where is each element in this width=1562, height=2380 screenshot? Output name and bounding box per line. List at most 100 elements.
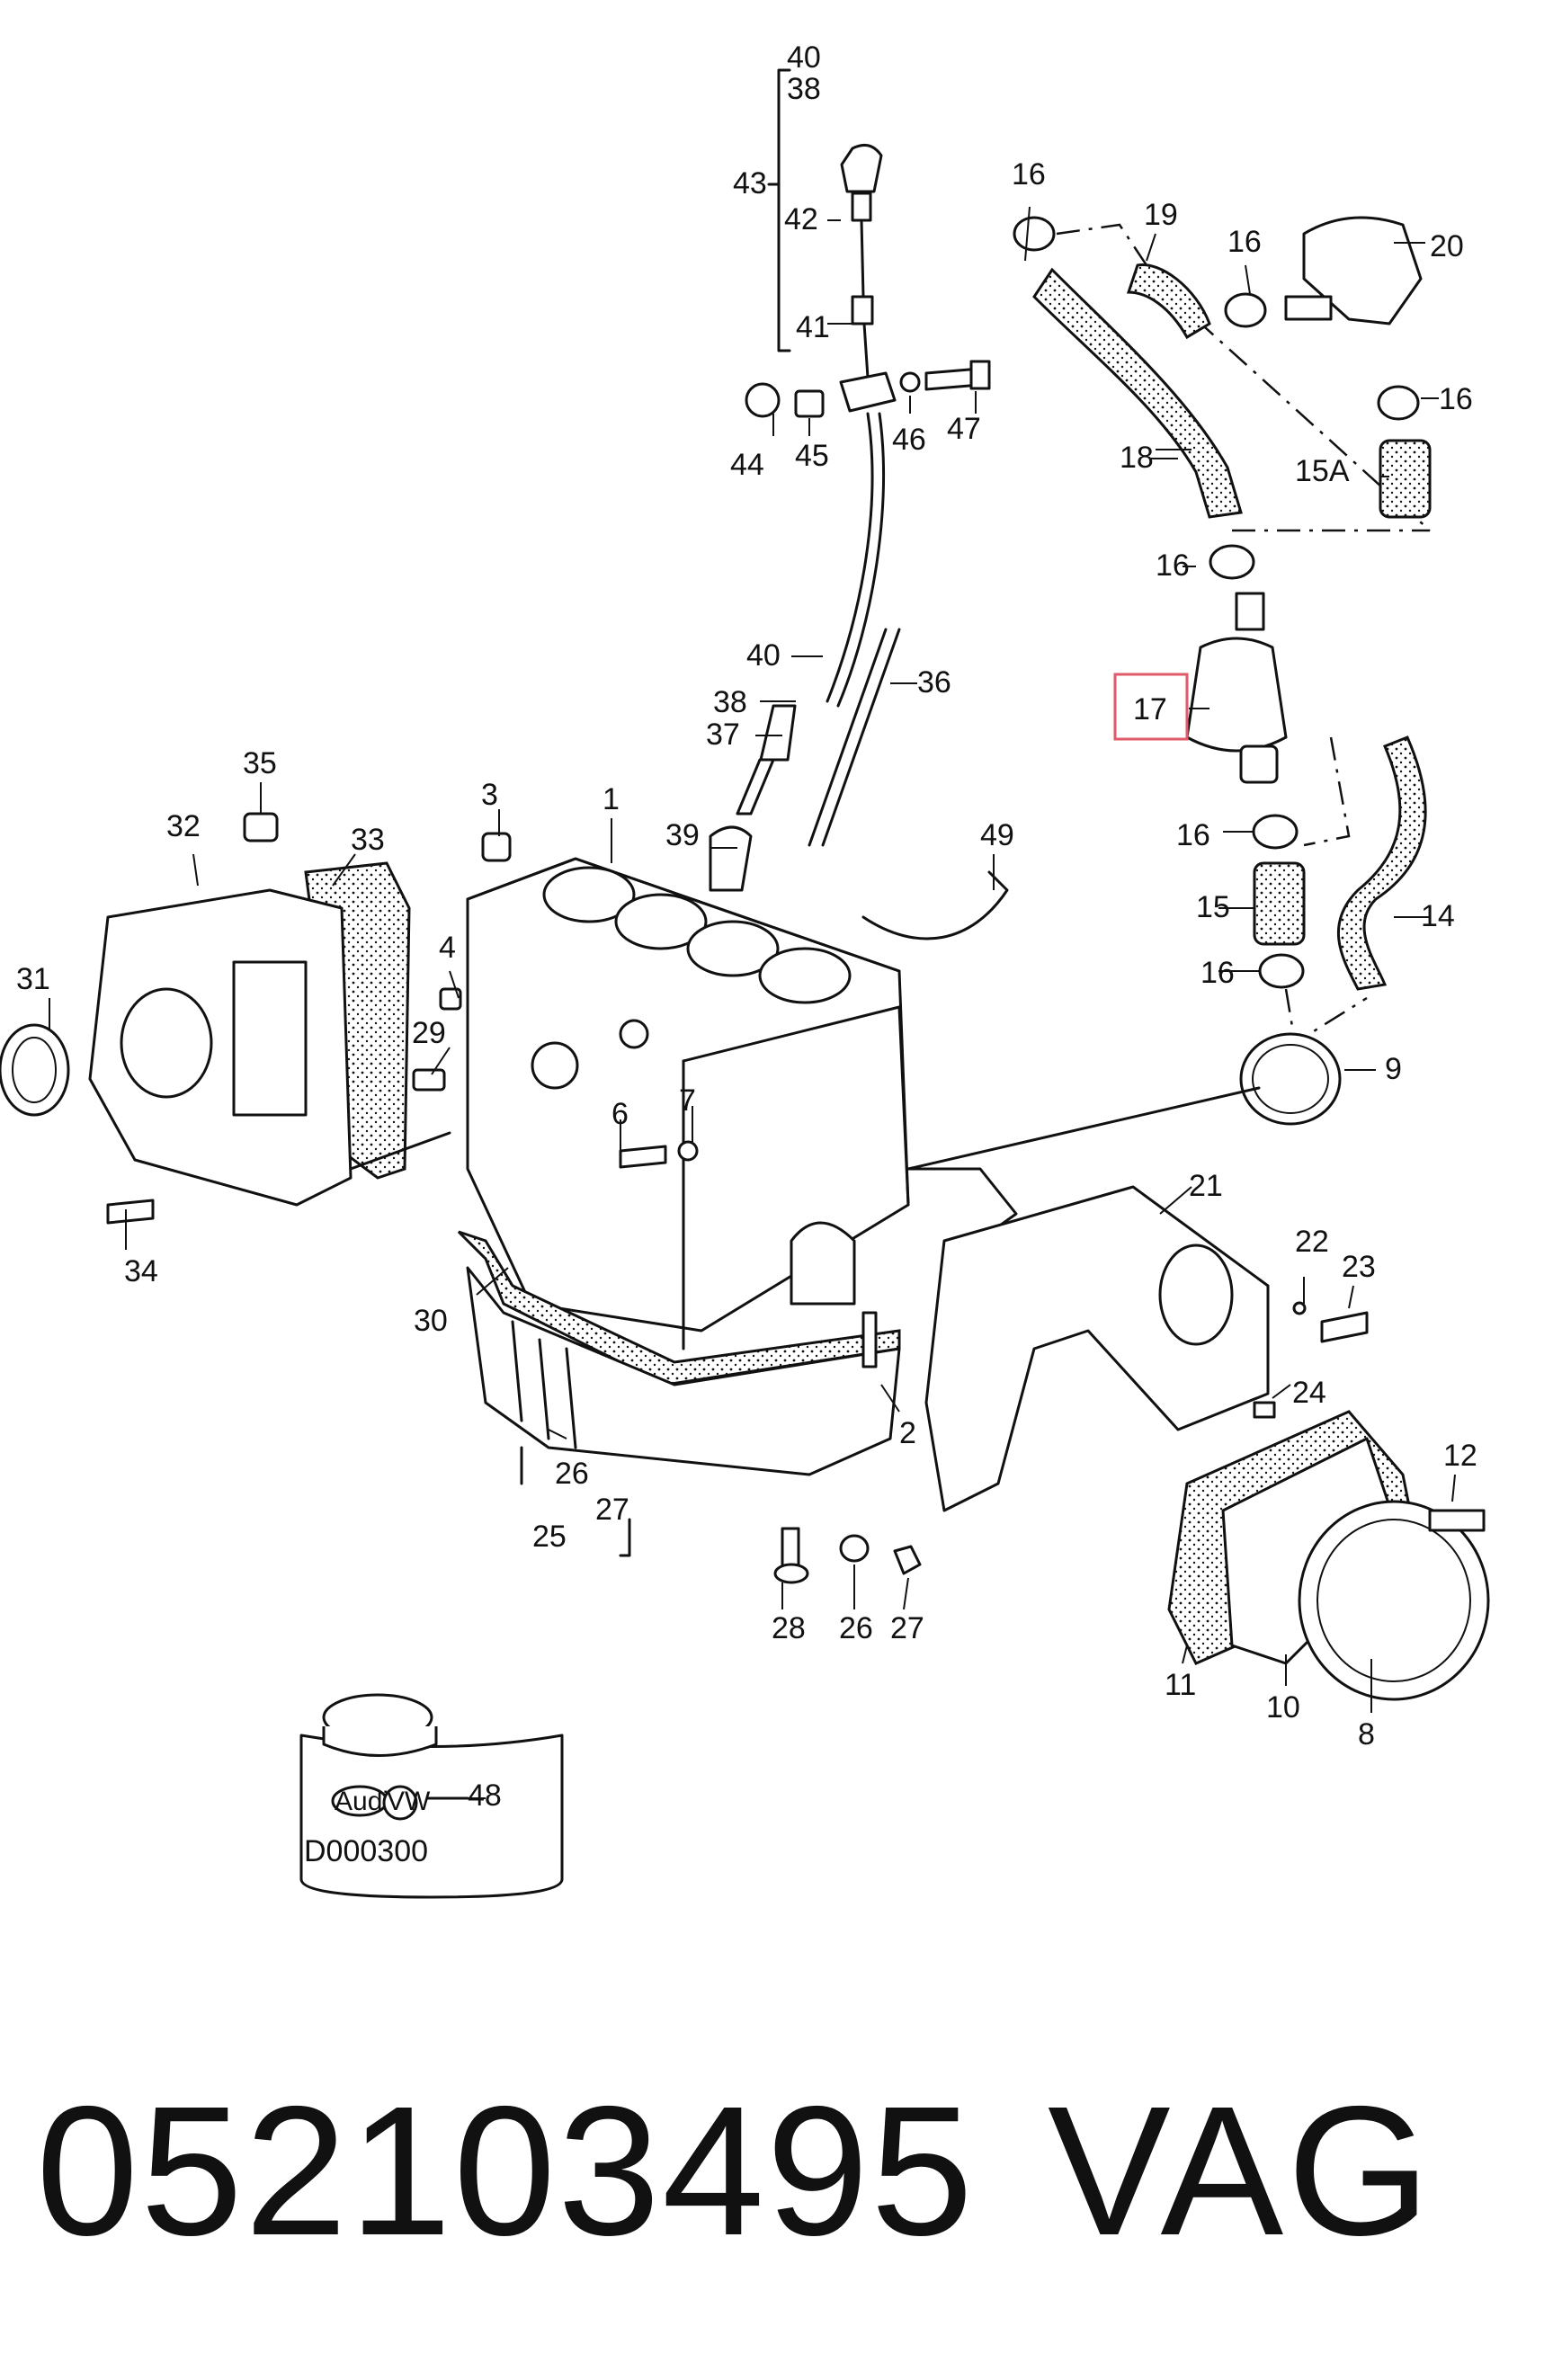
stud-2 [861, 1311, 878, 1368]
callout-38-top: 38 [787, 72, 821, 106]
callout-33: 33 [351, 823, 385, 857]
callout-2: 2 [899, 1416, 916, 1450]
callout-30: 30 [414, 1304, 448, 1338]
dowel-29 [412, 1068, 446, 1092]
seal-31 [0, 1023, 70, 1117]
callout-14: 14 [1421, 899, 1455, 933]
hose-19 [1126, 263, 1211, 340]
pressure-valve-20 [1302, 216, 1423, 325]
callout-15a: 15A [1295, 454, 1350, 488]
hose-15a [1379, 439, 1432, 519]
callout-11: 11 [1165, 1668, 1196, 1702]
brand-label: VAG [1048, 2068, 1434, 2274]
callout-39: 39 [665, 818, 700, 852]
bolt-6 [619, 1145, 667, 1169]
hose-15 [1253, 861, 1306, 946]
sleeve-4 [439, 987, 462, 1011]
dipstick-handle [840, 143, 883, 193]
callout-40: 40 [746, 638, 781, 673]
callout-16-right: 16 [1439, 382, 1473, 416]
bore-1 [542, 866, 636, 923]
seal-ring-9 [1239, 1032, 1342, 1126]
callout-26-bottom: 26 [839, 1611, 873, 1645]
washer-7 [677, 1140, 699, 1162]
hose-clamp-16 [1013, 216, 1056, 252]
callout-20: 20 [1430, 229, 1464, 263]
callout-16-left: 16 [1156, 548, 1190, 583]
callout-24: 24 [1292, 1376, 1326, 1410]
hose-14 [1336, 735, 1427, 991]
oil-pan-body [466, 1266, 901, 1476]
callout-47: 47 [947, 412, 981, 446]
callout-31: 31 [16, 962, 50, 996]
callout-27-left: 27 [595, 1493, 629, 1527]
leader-lines [49, 206, 1456, 1799]
callout-42: 42 [784, 202, 818, 236]
callout-38: 38 [713, 685, 747, 719]
grommet-44 [745, 382, 781, 418]
guide-tube-bracket [839, 371, 897, 413]
plate-21 [924, 1185, 1270, 1512]
plug-35 [243, 812, 279, 842]
plug-28 [781, 1527, 800, 1571]
funnel-39 [709, 825, 753, 892]
rear-flange [1167, 1410, 1490, 1701]
callout-35: 35 [243, 746, 277, 780]
dowel-24 [1253, 1401, 1276, 1419]
callout-16-mid: 16 [1227, 225, 1262, 259]
callout-36: 36 [917, 665, 951, 700]
bolt-23 [1320, 1311, 1369, 1343]
sleeve-45 [794, 389, 825, 418]
intermediate-plate [924, 1185, 1369, 1512]
rod-36 [808, 628, 901, 847]
callout-44: 44 [730, 448, 764, 482]
seal-8 [1298, 1500, 1490, 1701]
callout-9: 9 [1385, 1052, 1402, 1086]
callout-32: 32 [166, 809, 201, 843]
callout-10: 10 [1266, 1690, 1300, 1725]
callout-17: 17 [1133, 692, 1167, 726]
bottle-code: D000300 [304, 1834, 428, 1868]
bracket-43 [777, 68, 791, 352]
bore-3 [686, 920, 780, 977]
callout-15: 15 [1196, 890, 1230, 924]
callout-6: 6 [611, 1097, 629, 1131]
front-cover [0, 812, 451, 1225]
cylinder-block [412, 832, 1261, 1350]
callout-labels: 1 2 3 4 6 7 8 9 10 11 12 14 15 15A 16 16… [16, 40, 1477, 1813]
callout-41: 41 [796, 310, 830, 344]
callout-26-left: 26 [555, 1457, 589, 1491]
callout-37: 37 [706, 718, 740, 752]
gasket-30 [457, 1230, 901, 1386]
callout-43: 43 [733, 166, 767, 201]
dipstick-assembly [709, 68, 991, 892]
callout-16-bottom: 16 [1201, 956, 1235, 990]
bolt-12 [1428, 1509, 1486, 1532]
callout-8: 8 [1358, 1717, 1375, 1752]
seal-26 [839, 1534, 870, 1563]
callout-3: 3 [481, 778, 498, 812]
callout-7: 7 [679, 1083, 696, 1118]
oil-separator-17 [1185, 637, 1288, 753]
callout-34: 34 [124, 1254, 158, 1288]
callout-4: 4 [439, 931, 456, 965]
audi-logo-text: Audi [335, 1787, 388, 1816]
seal-38 [759, 704, 797, 762]
callout-1: 1 [602, 782, 620, 816]
hose-clamp-16e [1252, 814, 1299, 850]
clip-49 [861, 870, 1009, 940]
hose-clamp-16c [1377, 385, 1420, 421]
callout-22: 22 [1295, 1225, 1329, 1259]
hose-18 [1032, 267, 1243, 519]
callout-12: 12 [1443, 1439, 1477, 1473]
callout-46: 46 [892, 423, 926, 457]
bore-4 [758, 947, 852, 1004]
callout-19: 19 [1144, 198, 1178, 232]
callout-45: 45 [795, 439, 829, 473]
sealant-bottle-48: Audi VW D000300 [299, 1693, 564, 1899]
bore-2 [614, 893, 708, 950]
bolt-34 [106, 1199, 155, 1225]
vw-logo [382, 1785, 418, 1821]
callout-29: 29 [412, 1016, 446, 1050]
